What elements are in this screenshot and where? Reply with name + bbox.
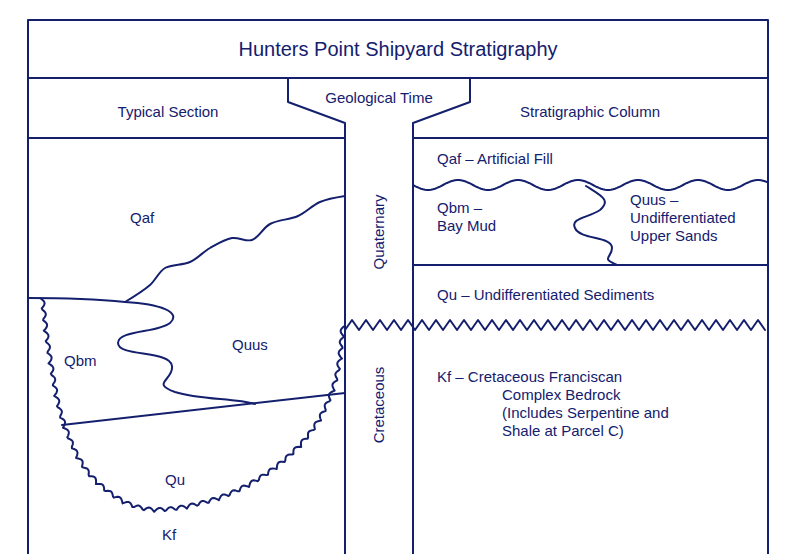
title-rule	[28, 77, 768, 79]
period-label: Cretaceous	[370, 367, 388, 444]
header-rule	[413, 137, 768, 139]
unit-description: Qaf – Artificial Fill	[437, 150, 553, 168]
unit-description: Quus – Undifferentiated Upper Sands	[630, 191, 754, 245]
unit-description: Kf – Cretaceous Franciscan Complex Bedro…	[437, 368, 680, 440]
header-rule	[28, 137, 345, 139]
unit-label: Qaf	[130, 209, 154, 227]
column-header: Geological Time	[325, 89, 433, 107]
unit-label: Kf	[162, 526, 176, 544]
column-header: Stratigraphic Column	[520, 103, 660, 121]
unit-label: Qbm	[64, 352, 97, 370]
fill-contact	[125, 196, 345, 302]
contact-line	[413, 264, 768, 266]
period-label: Quaternary	[370, 194, 388, 269]
unconformity-zigzag	[345, 320, 765, 330]
time-column-left	[288, 78, 345, 554]
contact-line	[62, 393, 345, 425]
unit-label: Quus	[232, 336, 268, 354]
unit-label: Qu	[165, 471, 185, 489]
interfinger-contact	[574, 186, 617, 265]
unconformity-wave	[413, 180, 767, 190]
unit-description: Qbm – Bay Mud	[437, 199, 503, 235]
diagram-title: Hunters Point Shipyard Stratigraphy	[238, 37, 557, 61]
generated-lines	[40, 180, 767, 512]
unit-description: Qu – Undifferentiated Sediments	[437, 286, 654, 304]
time-column-right	[413, 78, 470, 554]
outer-frame	[28, 20, 768, 554]
column-header: Typical Section	[118, 103, 219, 121]
channel-unconformity	[40, 298, 345, 512]
